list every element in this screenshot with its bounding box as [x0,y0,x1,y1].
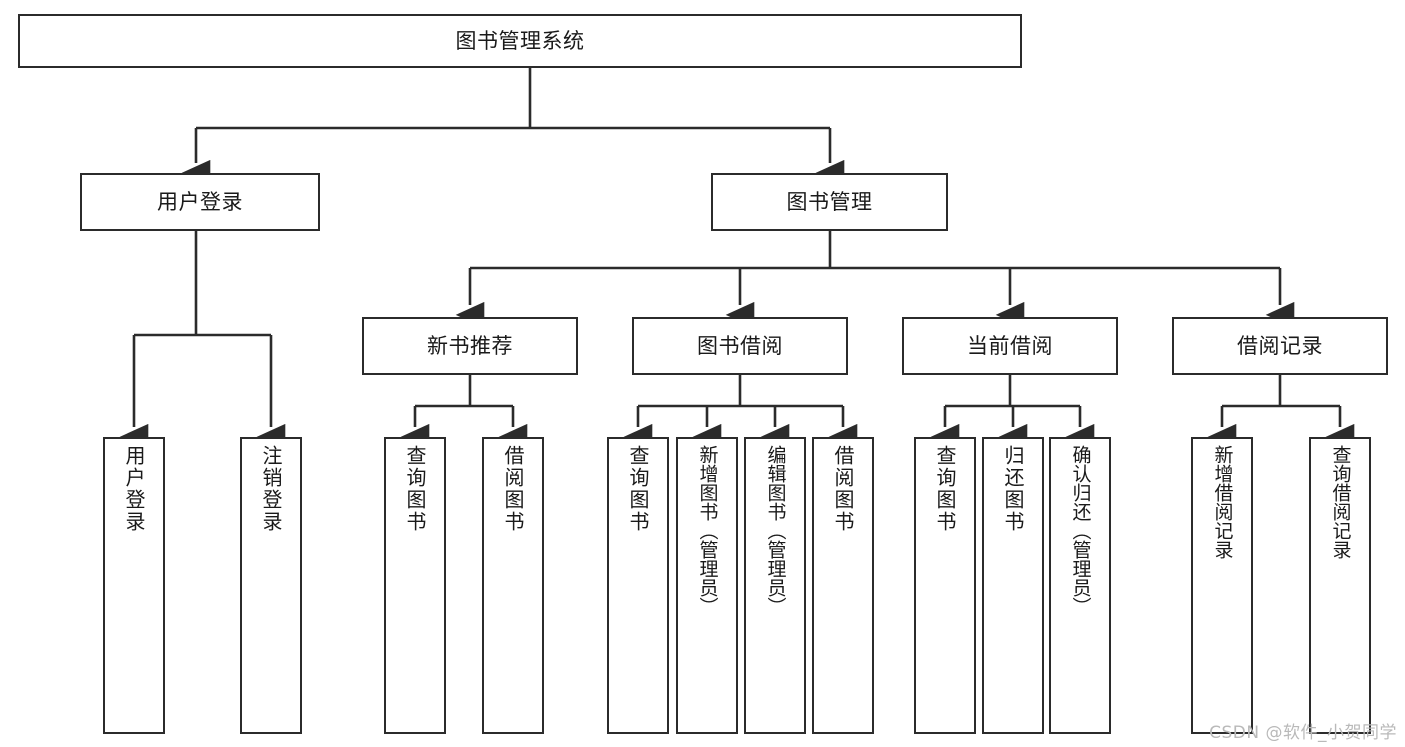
node-user-login[interactable]: 用户登录 [80,173,320,231]
leaf-current-return-book[interactable]: 归还图书 [982,437,1044,734]
node-label: 确认归还（管理员） [1069,445,1092,616]
leaf-current-query-book[interactable]: 查询图书 [914,437,976,734]
node-label: 新增借阅记录 [1211,445,1234,559]
node-label: 用户登录 [122,445,146,533]
node-label: 借阅图书 [501,445,525,533]
node-label: 借阅记录 [1237,333,1323,358]
node-book-management[interactable]: 图书管理 [711,173,948,231]
node-label: 新书推荐 [427,333,513,358]
node-label: 借阅图书 [831,445,855,533]
node-label: 查询借阅记录 [1329,445,1352,559]
node-label: 注销登录 [259,445,283,533]
leaf-borrow-query-book[interactable]: 查询图书 [607,437,669,734]
node-label: 当前借阅 [967,333,1053,358]
leaf-borrow-add-book-admin[interactable]: 新增图书（管理员） [676,437,738,734]
leaf-new-book-borrow[interactable]: 借阅图书 [482,437,544,734]
leaf-user-login-login[interactable]: 用户登录 [103,437,165,734]
leaf-borrow-edit-book-admin[interactable]: 编辑图书（管理员） [744,437,806,734]
node-label: 编辑图书（管理员） [764,445,787,616]
node-label: 归还图书 [1001,445,1025,533]
leaf-borrow-borrow-book[interactable]: 借阅图书 [812,437,874,734]
node-label: 用户登录 [157,189,243,214]
node-new-book-recommend[interactable]: 新书推荐 [362,317,578,375]
csdn-watermark: CSDN @软件_小贺同学 [1209,723,1397,743]
leaf-record-add-record[interactable]: 新增借阅记录 [1191,437,1253,734]
node-label: 查询图书 [403,445,427,533]
node-label: 图书管理系统 [455,28,585,53]
leaf-record-query-record[interactable]: 查询借阅记录 [1309,437,1371,734]
node-label: 图书借阅 [697,333,783,358]
node-label: 新增图书（管理员） [696,445,719,616]
leaf-new-book-query[interactable]: 查询图书 [384,437,446,734]
node-label: 查询图书 [626,445,650,533]
node-current-borrow[interactable]: 当前借阅 [902,317,1118,375]
node-root-book-management-system[interactable]: 图书管理系统 [18,14,1022,68]
node-borrow-record[interactable]: 借阅记录 [1172,317,1388,375]
node-label: 图书管理 [786,189,873,214]
node-book-borrow[interactable]: 图书借阅 [632,317,848,375]
node-label: 查询图书 [933,445,957,533]
leaf-current-confirm-return-admin[interactable]: 确认归还（管理员） [1049,437,1111,734]
leaf-user-login-logout[interactable]: 注销登录 [240,437,302,734]
